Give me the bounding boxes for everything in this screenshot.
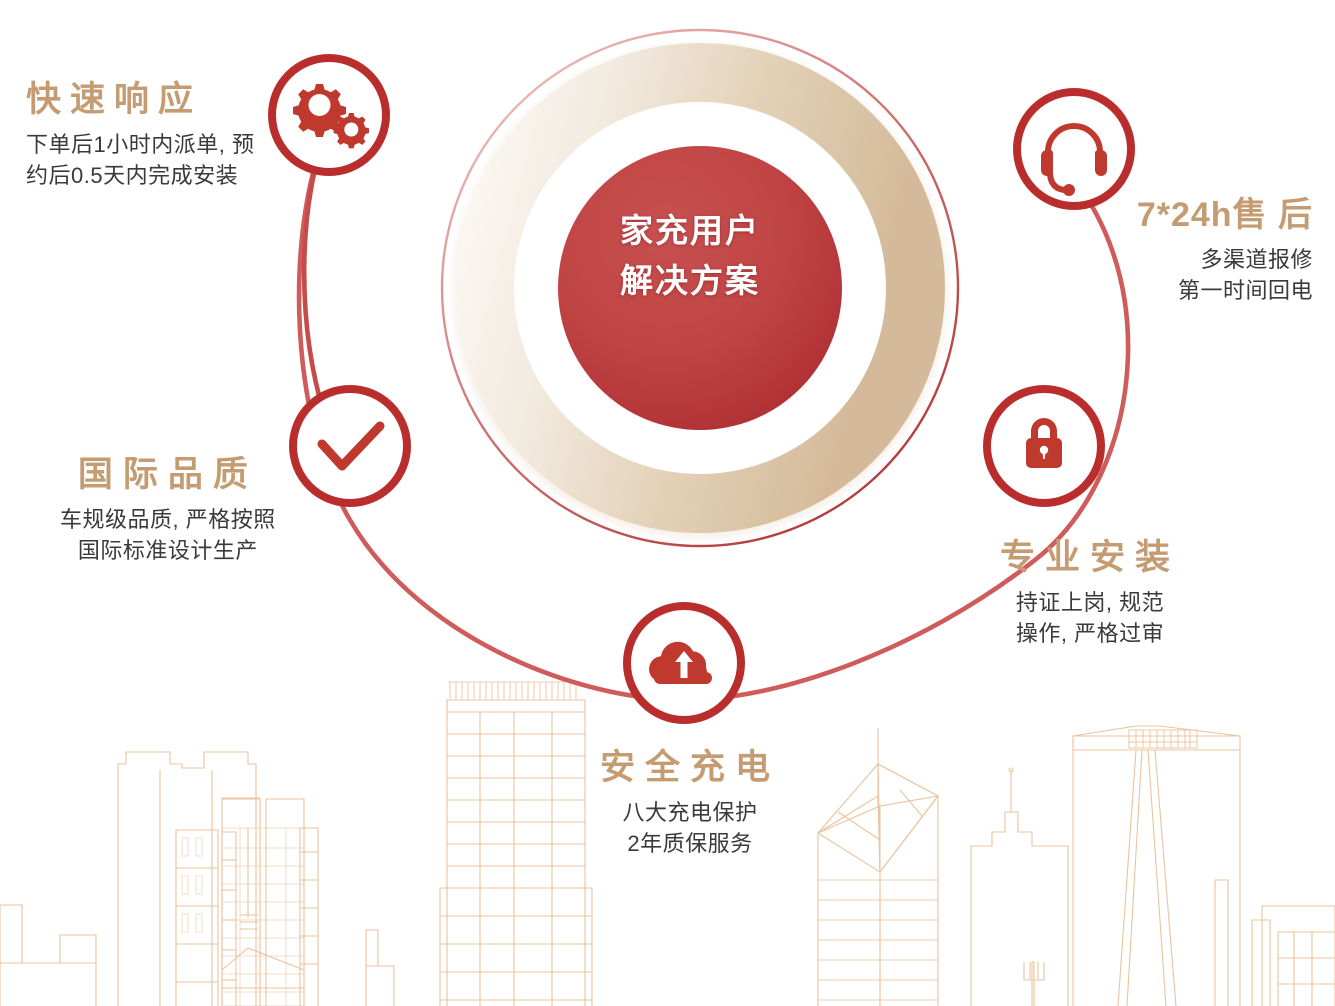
- node-after-sales[interactable]: [1013, 88, 1135, 210]
- label-title-fast-response: 快速响应: [26, 80, 203, 119]
- label-title-professional-installation: 专业安装: [1000, 538, 1181, 577]
- label-desc-line-1-international-quality: 车规级品质, 严格按照: [60, 507, 276, 533]
- node-international-quality[interactable]: [289, 385, 411, 507]
- label-desc-line-1-fast-response: 下单后1小时内派单, 预: [26, 132, 255, 158]
- node-circle-after-sales[interactable]: [1013, 88, 1135, 210]
- label-title-after-sales: 7*24h售 后: [1136, 196, 1313, 234]
- label-safe-charging: 安全充电 八大充电保护 2年质保服务: [600, 748, 780, 860]
- node-safe-charging[interactable]: [623, 602, 745, 724]
- check-icon: [317, 421, 385, 471]
- white-gap-ring: [514, 102, 886, 474]
- node-circle-international-quality[interactable]: [289, 385, 411, 507]
- label-professional-installation: 专业安装 持证上岗, 规范 操作, 严格过审: [1000, 538, 1180, 650]
- node-fast-response[interactable]: [268, 54, 390, 176]
- label-title-safe-charging: 安全充电: [600, 748, 781, 787]
- label-desc-line-1-safe-charging: 八大充电保护: [622, 800, 758, 826]
- label-after-sales: 7*24h售 后 多渠道报修 第一时间回电: [1137, 196, 1313, 307]
- label-title-international-quality: 国际品质: [77, 455, 258, 494]
- label-international-quality: 国际品质 车规级品质, 严格按照 国际标准设计生产: [60, 455, 276, 567]
- beige-halo-ring: [455, 43, 945, 533]
- core-rings: [440, 28, 960, 548]
- core-disc: [558, 146, 842, 430]
- label-fast-response: 快速响应 下单后1小时内派单, 预 约后0.5天内完成安装: [26, 80, 254, 192]
- outer-thin-ring: [440, 28, 960, 548]
- label-desc-line-2-international-quality: 国际标准设计生产: [77, 538, 258, 564]
- label-desc-line-2-professional-installation: 操作, 严格过审: [1015, 621, 1165, 647]
- gears-icon: [292, 84, 369, 149]
- headset-ear-cups: [1041, 150, 1107, 196]
- label-desc-line-2-fast-response: 约后0.5天内完成安装: [26, 163, 239, 189]
- label-desc-line-1-professional-installation: 持证上岗, 规范: [1015, 590, 1165, 616]
- label-desc-line-2-after-sales: 第一时间回电: [1177, 278, 1313, 304]
- label-desc-line-2-safe-charging: 2年质保服务: [627, 831, 753, 857]
- label-desc-line-1-after-sales: 多渠道报修: [1200, 247, 1313, 273]
- node-professional-installation[interactable]: [983, 385, 1105, 507]
- cloud-upload-icon: [649, 641, 712, 684]
- lock-icon: [1026, 418, 1062, 468]
